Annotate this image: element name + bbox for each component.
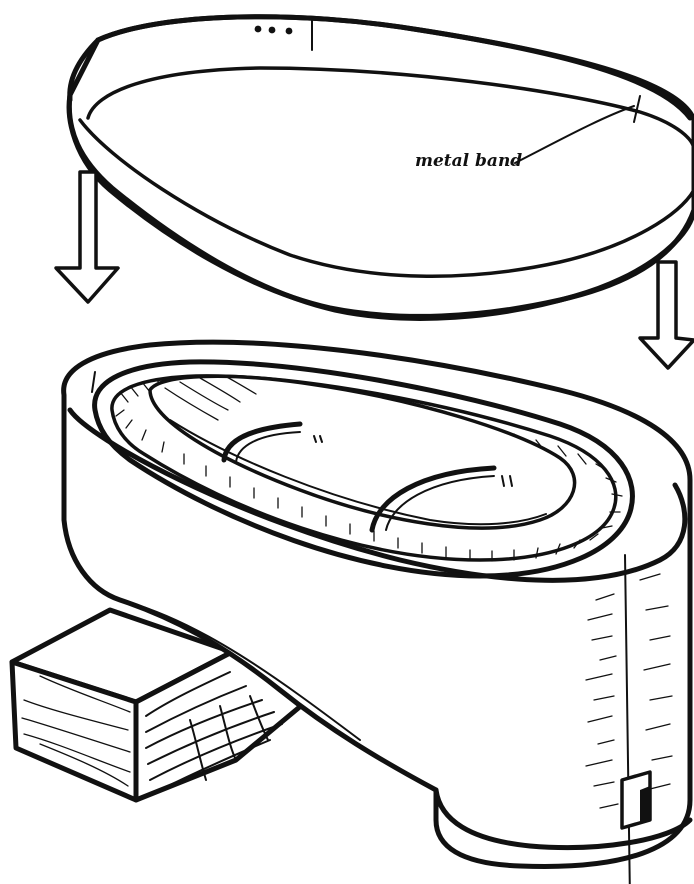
mold-body: [64, 342, 690, 884]
arrow-right-icon: [640, 262, 694, 368]
metal-band-label: metal band: [415, 151, 522, 171]
metal-band: [69, 17, 694, 319]
